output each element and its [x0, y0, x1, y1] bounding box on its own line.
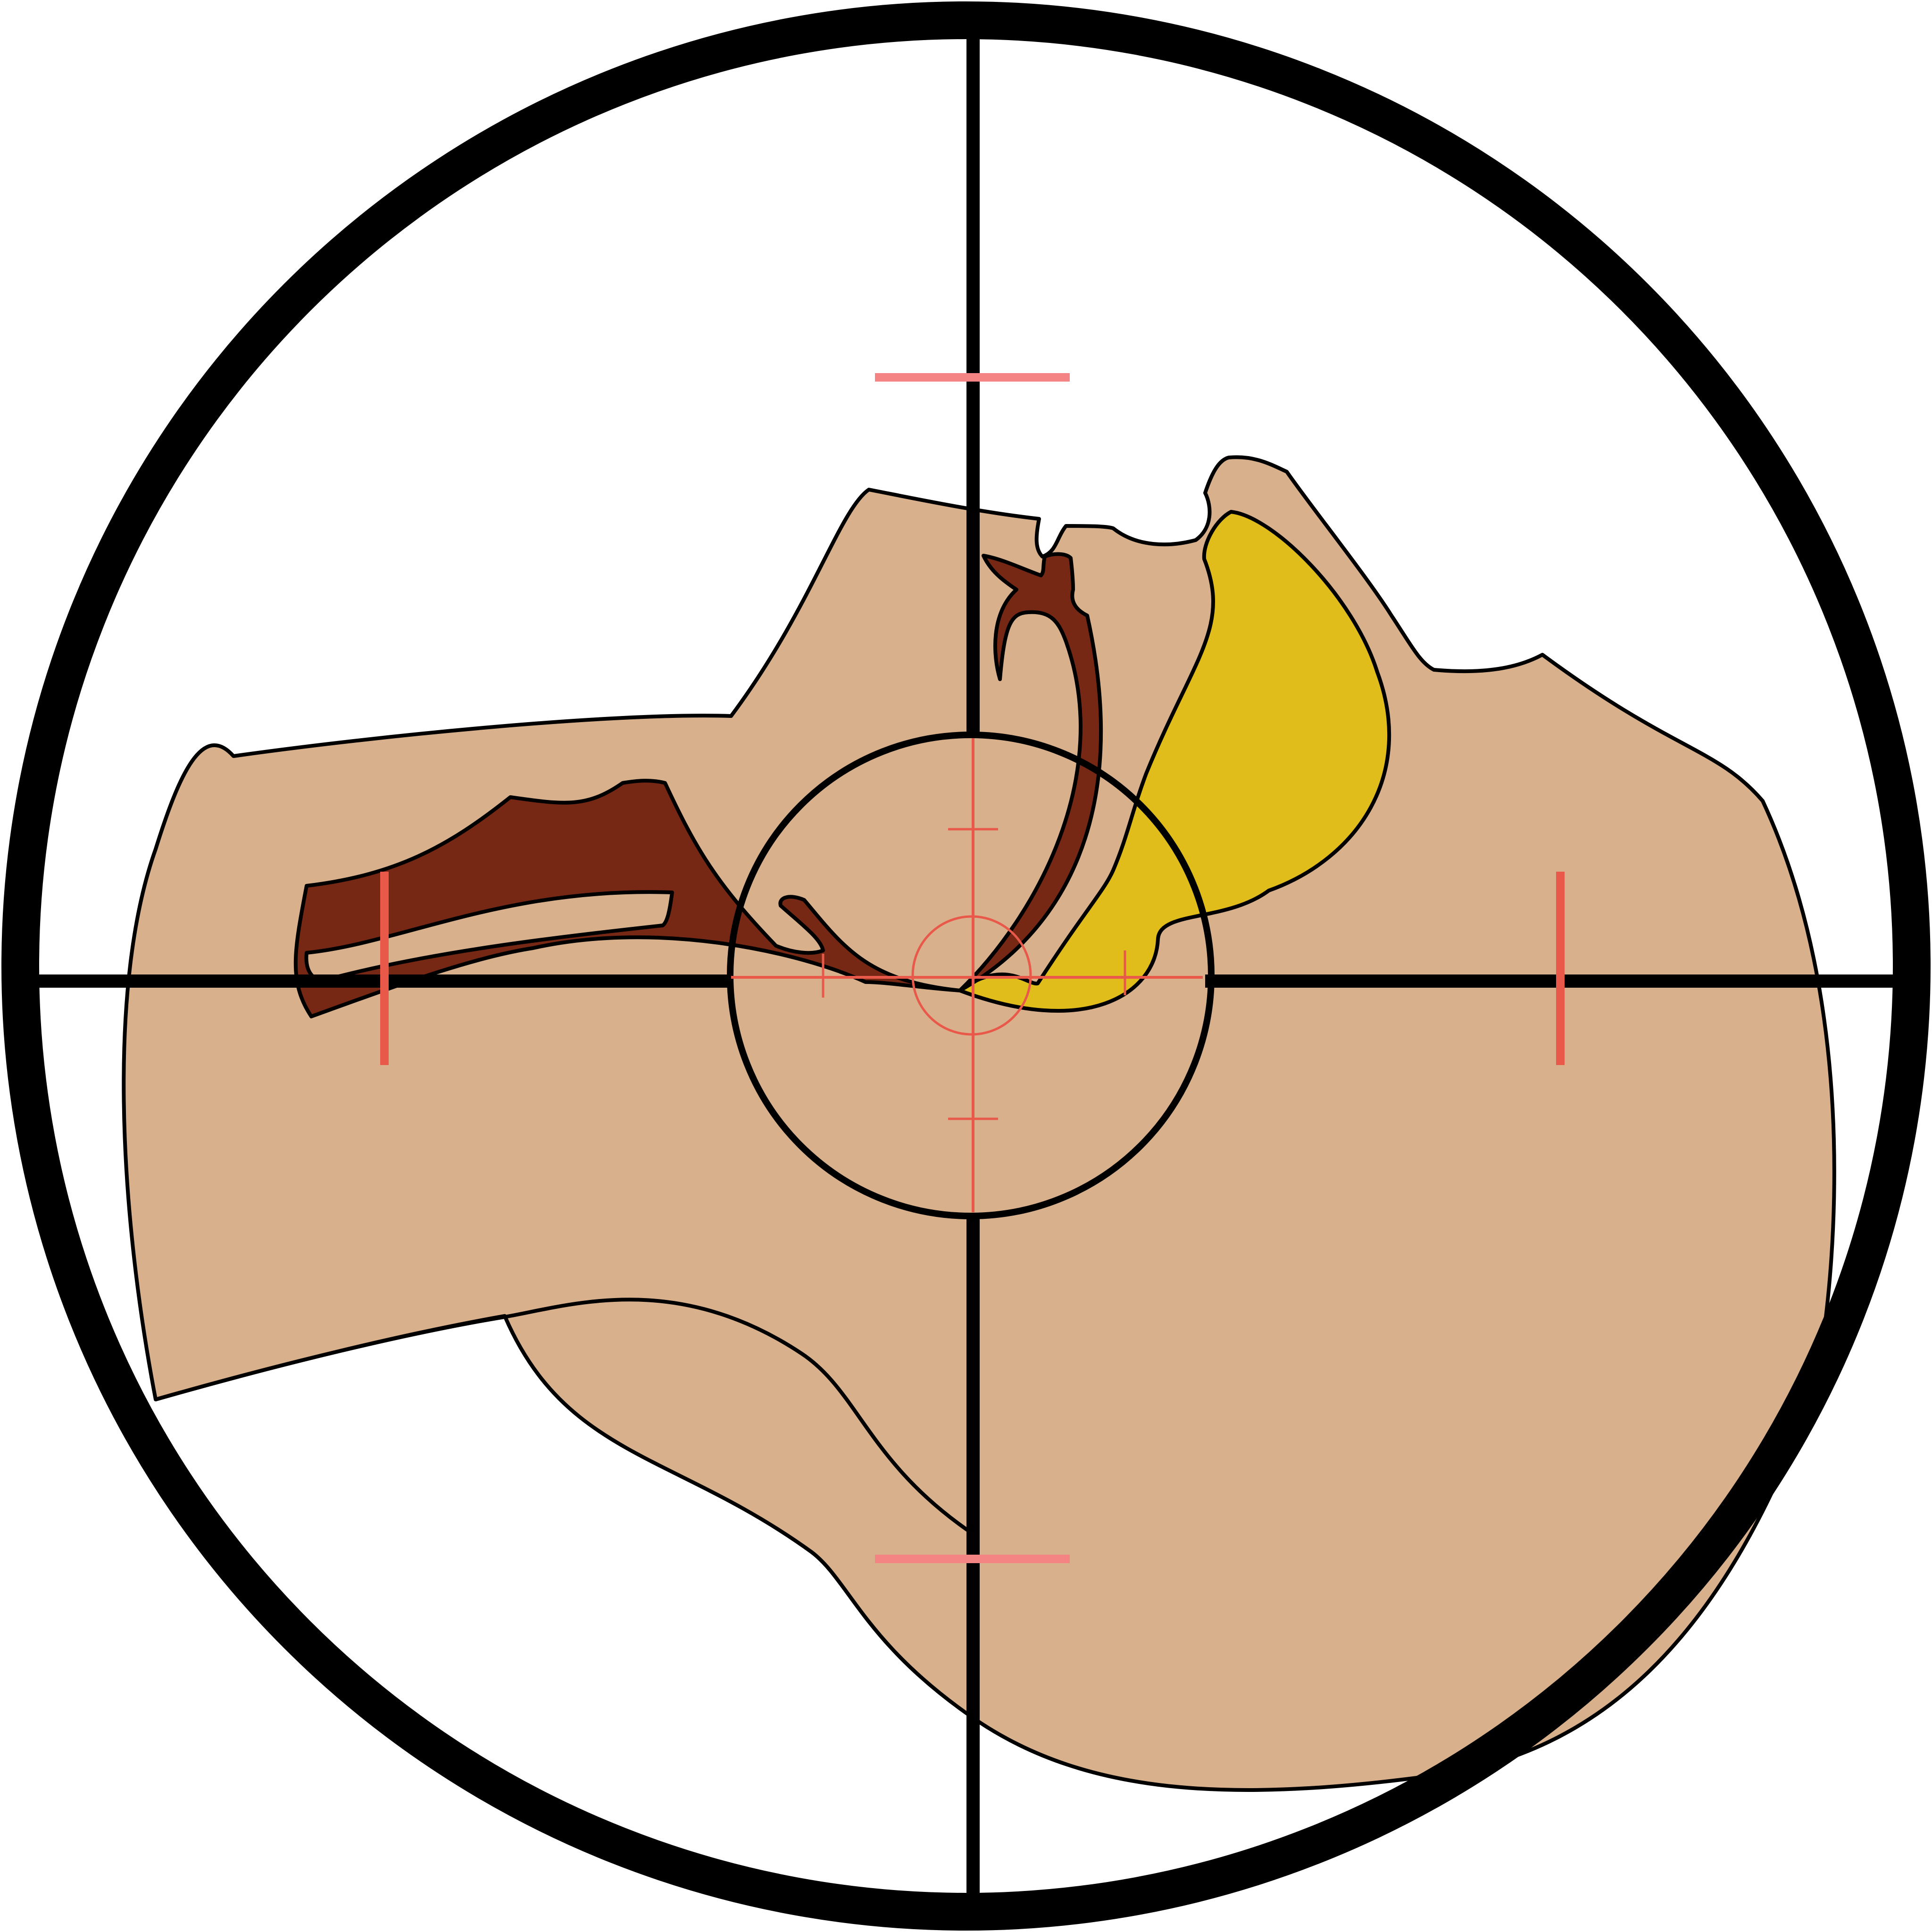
center-ring	[911, 915, 1032, 1036]
yellow-tissue-shape	[958, 510, 1391, 1013]
skin-body-shape	[122, 455, 1836, 1792]
brown-bone-shape	[293, 552, 1103, 1018]
skin-lower-edge	[155, 1298, 973, 1535]
inner-ring	[727, 732, 1215, 1219]
